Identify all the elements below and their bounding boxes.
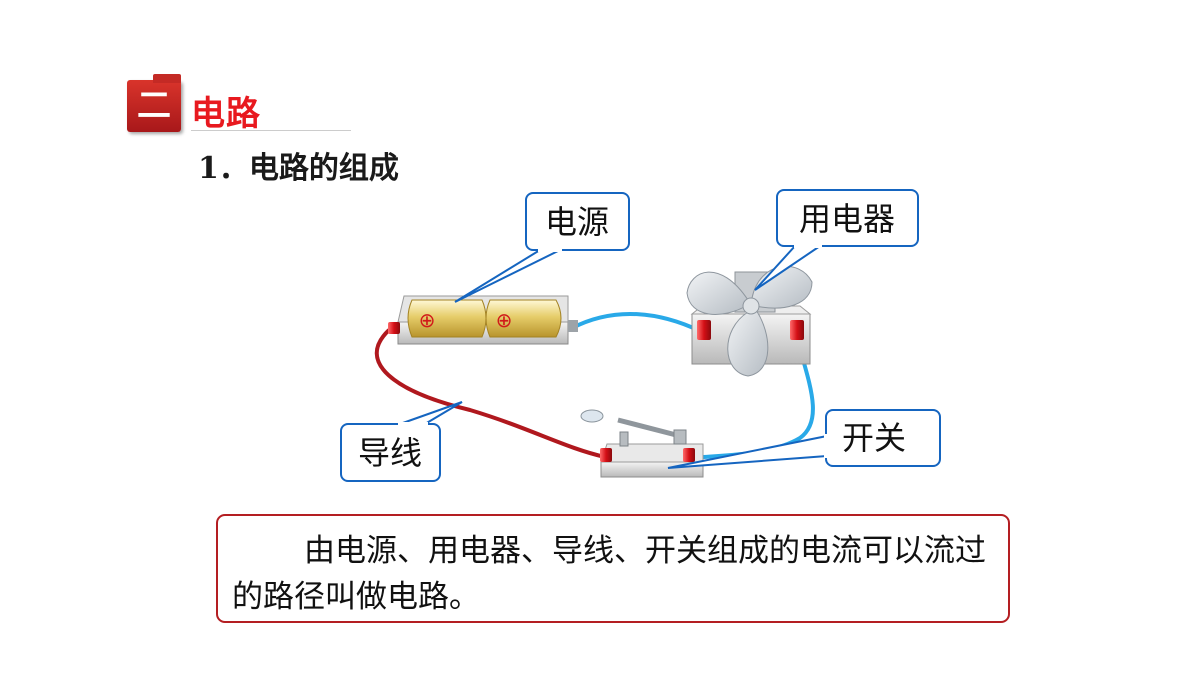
callout-power-source: 电源 (454, 192, 630, 303)
badge-tab (153, 74, 181, 83)
label-wire: 导线 (358, 434, 422, 472)
plus-icon: ⊕ (496, 308, 513, 332)
section-header: 二 电路 (127, 74, 352, 134)
label-appliance: 用电器 (799, 200, 895, 238)
fan-appliance (686, 265, 813, 377)
battery-cell-left: ⊕ (407, 299, 487, 338)
battery-cell-right: ⊕ (485, 299, 562, 338)
callout-wire: 导线 (340, 401, 463, 482)
subtitle: 1．电路的组成 (198, 151, 399, 186)
definition-box: 由电源、用电器、导线、开关组成的电流可以流过的路径叫做电路。 (216, 514, 1010, 623)
section-title: 电路 (191, 94, 261, 134)
blue-wire-top (571, 311, 701, 333)
red-wire (374, 328, 606, 459)
plus-icon: ⊕ (419, 308, 436, 332)
blue-wire-right (692, 337, 815, 460)
label-power-source: 电源 (545, 203, 609, 241)
callout-appliance: 用电器 (754, 189, 919, 291)
section-number-badge: 二 (127, 74, 181, 132)
label-switch: 开关 (842, 419, 906, 457)
section-underline (191, 130, 351, 131)
definition-text: 由电源、用电器、导线、开关组成的电流可以流过的路径叫做电路。 (232, 533, 986, 615)
callout-switch: 开关 (667, 409, 941, 469)
section-number: 二 (137, 86, 171, 126)
